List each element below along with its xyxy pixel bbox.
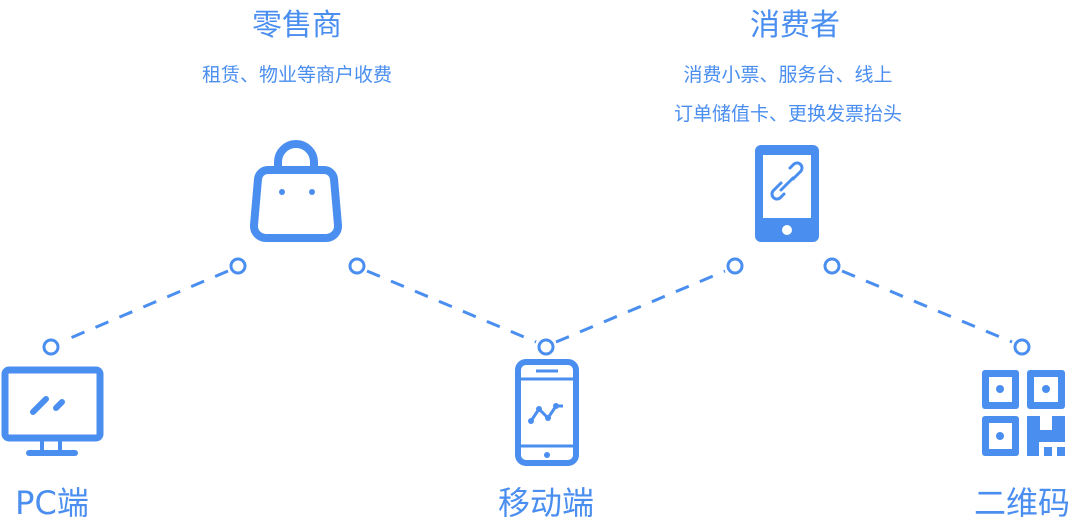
node-icon [1013,338,1031,356]
consumer-subtitle-line-1: 消费小票、服务台、线上 [683,64,893,86]
connector-mobile-consumer [555,269,726,344]
channel-label-pc: PC端 [15,484,89,522]
node-icon [229,257,247,275]
channel-label-mobile: 移动端 [497,484,595,522]
qr-code-icon [982,370,1065,456]
channel-label-qr: 二维码 [973,484,1071,522]
retailer-title: 零售商 [252,8,342,43]
node-icon [726,257,744,275]
shopping-bag-icon [250,140,342,243]
dashed-connectors [60,269,1013,344]
consumer-subtitle-line-2: 订单储值卡、更换发票抬头 [673,103,903,125]
phone-link-icon [755,145,819,242]
node-icon [348,257,366,275]
monitor-icon [1,366,104,456]
consumer-title: 消费者 [750,8,840,43]
mobile-chart-icon [515,359,579,466]
node-icon [537,338,555,356]
node-icon [42,338,60,356]
retailer-subtitle: 租赁、物业等商户收费 [201,64,393,86]
connector-consumer-qr [841,269,1013,344]
connector-nodes [42,257,1031,356]
node-icon [823,257,841,275]
connector-retailer-mobile [366,269,537,344]
connector-retailer-pc [60,269,229,344]
